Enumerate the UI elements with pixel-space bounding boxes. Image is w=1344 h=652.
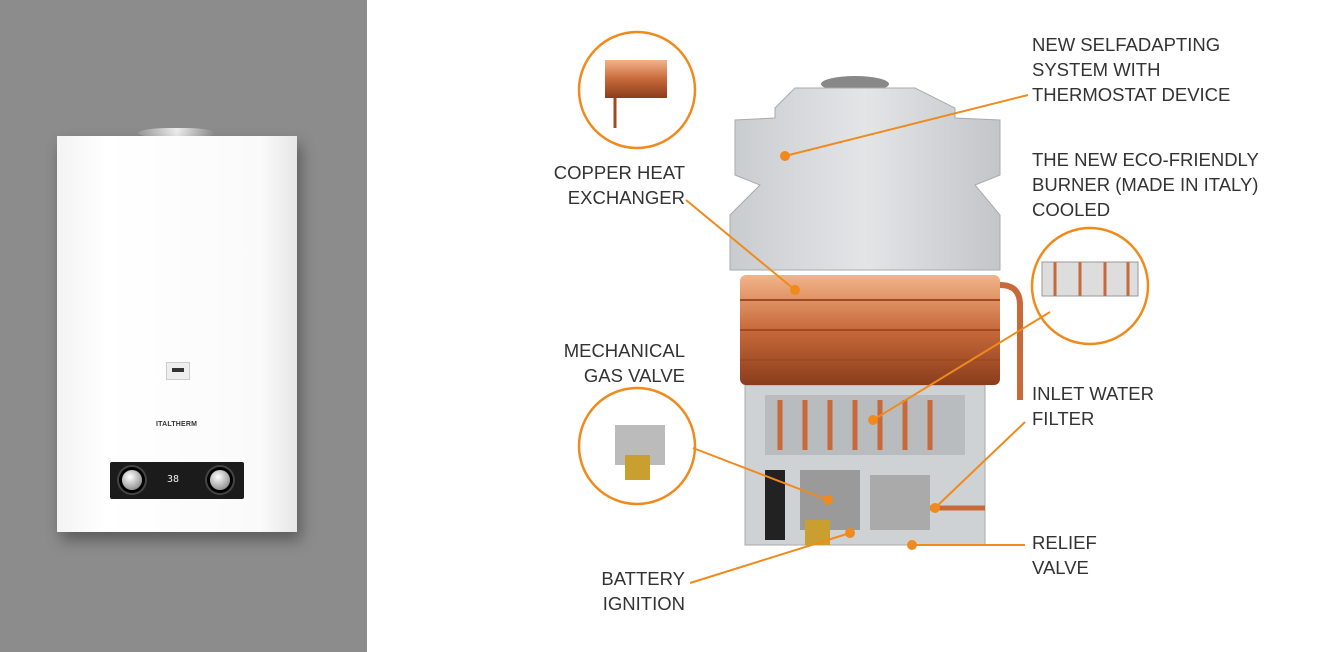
label-mechanical-gas-valve: MECHANICAL GAS VALVE	[563, 340, 685, 386]
label-inlet-water-filter: INLET WATER FILTER	[1032, 383, 1154, 429]
label-eco-burner: THE NEW ECO-FRIENDLY BURNER (MADE IN ITA…	[1032, 149, 1259, 220]
temperature-display: 38	[167, 474, 180, 485]
leader-lines	[685, 94, 1051, 584]
right-knob[interactable]	[210, 470, 230, 490]
flame-window	[166, 362, 190, 380]
control-panel: 38	[110, 462, 244, 499]
flue-outlet	[138, 128, 216, 138]
left-knob[interactable]	[122, 470, 142, 490]
brand-logo: ITALTHERM	[156, 421, 198, 428]
heater-internals	[729, 76, 1023, 546]
detail-images	[605, 60, 1139, 480]
label-relief-valve: RELIEF VALVE	[1032, 532, 1097, 578]
label-copper-heat-exchanger: COPPER HEAT EXCHANGER	[553, 162, 685, 208]
label-selfadapting-system: NEW SELFADAPTING SYSTEM WITH THERMOSTAT …	[1032, 34, 1231, 105]
label-battery-ignition: BATTERY IGNITION	[601, 568, 685, 614]
